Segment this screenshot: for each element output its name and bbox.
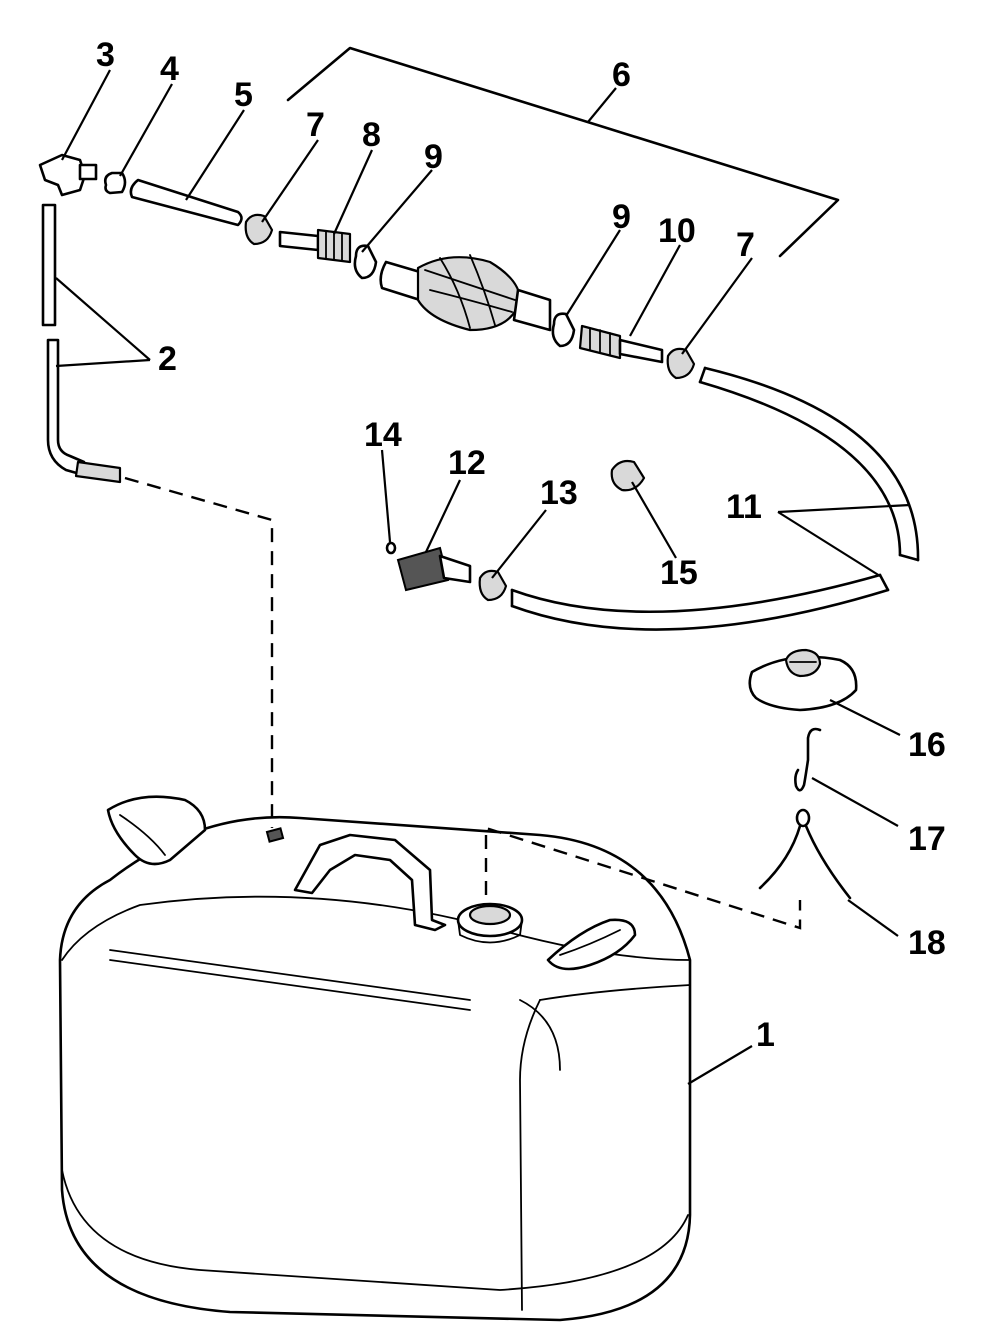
assembly-bracket-6: [286, 46, 840, 258]
pickup-tube: [41, 203, 122, 484]
cap-retainer-bracket: [758, 808, 852, 900]
primer-bulb: [379, 254, 552, 332]
callout-1: 1: [756, 1016, 775, 1054]
callout-13: 13: [540, 474, 578, 512]
elbow-fitting: [38, 153, 98, 197]
hose-clamp-13: [478, 569, 508, 602]
assembly-line-cap: [484, 826, 802, 930]
filler-cap: [748, 648, 858, 712]
hose-clamp-left: [244, 213, 274, 246]
chain-hook: [794, 727, 822, 792]
tank-connector: [396, 546, 472, 592]
hose-clip: [610, 459, 646, 492]
callout-11: 11: [726, 488, 762, 526]
callout-4: 4: [160, 50, 179, 88]
fuel-tank: [58, 815, 692, 1322]
callout-10: 10: [658, 212, 696, 250]
callout-16: 16: [908, 726, 946, 764]
assembly-line-pickup: [124, 476, 274, 828]
callout-8: 8: [362, 116, 381, 154]
tank-left-handle: [106, 795, 207, 866]
tank-fill-neck: [456, 902, 524, 944]
hose-clamp-9-right: [551, 312, 576, 348]
callout-6: 6: [612, 56, 631, 94]
callout-numbers: 1 2 3 4 5 6 7 7 8 9 9 10 11 12 13 14 15 …: [96, 36, 946, 1054]
callout-7-left: 7: [306, 106, 325, 144]
callout-2: 2: [158, 340, 177, 378]
callout-3: 3: [96, 36, 115, 74]
hose-connector: [578, 324, 664, 364]
short-hose: [129, 178, 243, 227]
callout-17: 17: [908, 820, 946, 858]
callout-5: 5: [234, 76, 253, 114]
callout-7-right: 7: [736, 226, 755, 264]
tank-right-handle: [546, 918, 637, 971]
leader-lines: [55, 69, 911, 1085]
callout-9-left: 9: [424, 138, 443, 176]
callout-14: 14: [364, 416, 402, 454]
clamp-ring: [103, 171, 127, 195]
hose-clamp-right: [666, 347, 696, 380]
tank-fuel-fitting: [265, 827, 285, 843]
callout-18: 18: [908, 924, 946, 962]
quick-connector: [278, 228, 352, 264]
fuel-line-hose: [510, 366, 920, 631]
tank-carry-handle: [293, 833, 447, 932]
callout-9-right: 9: [612, 198, 631, 236]
o-ring: [385, 541, 397, 555]
hose-clamp-9-left: [353, 244, 378, 280]
callout-12: 12: [448, 444, 486, 482]
callout-15: 15: [660, 554, 698, 592]
